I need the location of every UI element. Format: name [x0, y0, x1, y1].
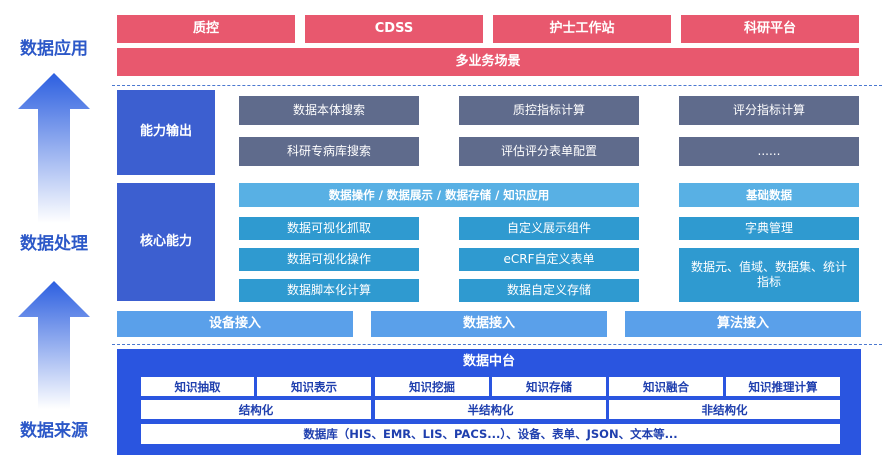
divider-dashed: [112, 85, 882, 86]
knowledge-item: 知识挖掘: [375, 377, 489, 396]
capability-output-label: 能力输出: [117, 90, 215, 175]
core-item: eCRF自定义表单: [459, 248, 639, 271]
core-header-operations: 数据操作 / 数据展示 / 数据存储 / 知识应用: [239, 183, 639, 207]
knowledge-item: 知识抽取: [141, 377, 254, 396]
app-nurse-station: 护士工作站: [493, 15, 671, 43]
core-item: 数据脚本化计算: [239, 279, 419, 302]
knowledge-item: 知识融合: [609, 377, 723, 396]
output-item: 评估评分表单配置: [459, 137, 639, 166]
structure-item: 结构化: [141, 400, 371, 419]
app-cdss: CDSS: [305, 15, 483, 43]
core-item: 字典管理: [679, 217, 859, 240]
output-item: 科研专病库搜索: [239, 137, 419, 166]
label-data-processing: 数据处理: [20, 234, 88, 254]
data-platform-title: 数据中台: [462, 353, 515, 369]
structure-item: 非结构化: [609, 400, 840, 419]
arrow-up-icon: [18, 281, 90, 409]
core-item: 数据可视化操作: [239, 248, 419, 271]
app-quality-control: 质控: [117, 15, 295, 43]
knowledge-item: 知识推理计算: [726, 377, 840, 396]
knowledge-item: 知识存储: [492, 377, 606, 396]
access-algorithm: 算法接入: [625, 311, 861, 337]
output-item: 数据本体搜索: [239, 96, 419, 125]
label-data-application: 数据应用: [20, 39, 88, 59]
access-data: 数据接入: [371, 311, 607, 337]
core-item: 数据自定义存储: [459, 279, 639, 302]
divider-dashed: [112, 344, 882, 345]
arrow-up-icon: [18, 73, 90, 223]
core-item: 自定义展示组件: [459, 217, 639, 240]
core-item: 数据可视化抓取: [239, 217, 419, 240]
app-multi-scenario: 多业务场景: [117, 48, 859, 76]
knowledge-item: 知识表示: [257, 377, 371, 396]
label-data-source: 数据来源: [20, 421, 88, 441]
app-research-platform: 科研平台: [681, 15, 859, 43]
structure-item: 半结构化: [375, 400, 606, 419]
core-item: 数据元、值域、数据集、统计指标: [679, 248, 859, 302]
output-item: 质控指标计算: [459, 96, 639, 125]
data-sources: 数据库（HIS、EMR、LIS、PACS...）、设备、表单、JSON、文本等.…: [141, 424, 840, 444]
output-item: 评分指标计算: [679, 96, 859, 125]
output-item: ......: [679, 137, 859, 166]
access-device: 设备接入: [117, 311, 353, 337]
core-capability-label: 核心能力: [117, 183, 215, 301]
core-header-basic-data: 基础数据: [679, 183, 859, 207]
